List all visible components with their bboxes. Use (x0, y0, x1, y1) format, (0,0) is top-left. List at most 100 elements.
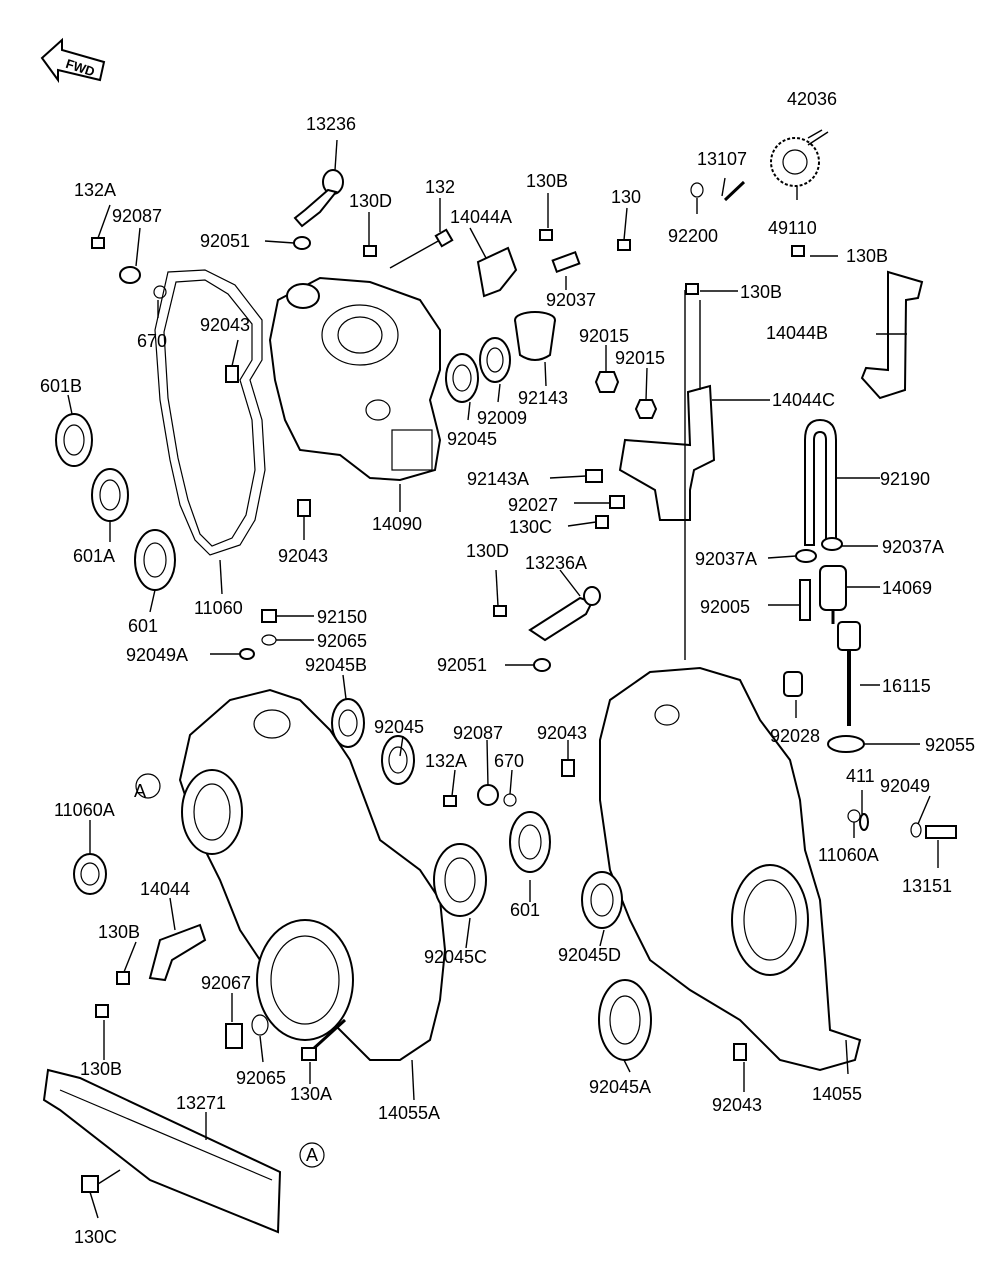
label-14055: 14055 (812, 1084, 862, 1104)
label-92009: 92009 (477, 408, 527, 428)
label-92065-lower: 92065 (236, 1068, 286, 1088)
label-130D-upper: 130D (349, 191, 392, 211)
label-92037A-left: 92037A (695, 549, 757, 569)
label-92015-a: 92015 (579, 326, 629, 346)
washer-92065-lower (251, 1014, 269, 1036)
label-601A: 601A (73, 546, 115, 566)
label-92005: 92005 (700, 597, 750, 617)
label-130B-right-b: 130B (740, 282, 782, 302)
crankcase-14055 (599, 290, 862, 1072)
label-130D-mid: 130D (466, 541, 509, 561)
gasket-11060A-b (910, 822, 922, 838)
crankcase-14055A (178, 688, 447, 1061)
label-92045-lower: 92045 (374, 717, 424, 737)
label-92027: 92027 (508, 495, 558, 515)
clamp-92037A-right (821, 537, 843, 551)
label-92087-upper: 92087 (112, 206, 162, 226)
washer-92051-upper (293, 236, 311, 250)
dipstick-16115 (837, 621, 861, 726)
label-13271: 13271 (176, 1093, 226, 1113)
nut-92015-a (594, 371, 620, 393)
bearing-92045-upper (445, 353, 479, 403)
label-92037: 92037 (546, 290, 596, 310)
part-labels: 42036 13236 13107 132A 130D 132 130B 130… (40, 89, 975, 1247)
bearing-601-lower (509, 811, 551, 873)
oring-92055 (827, 735, 865, 753)
label-92043-d: 92043 (712, 1095, 762, 1115)
label-14044B: 14044B (766, 323, 828, 343)
label-92051-upper: 92051 (200, 231, 250, 251)
bolt-130C-mid (595, 515, 609, 529)
label-92049: 11060A (54, 800, 115, 820)
label-92051-mid: 92051 (437, 655, 487, 675)
bracket-14044C (618, 300, 716, 521)
oring-670-upper (153, 285, 167, 299)
label-130C-mid: 130C (509, 517, 552, 537)
bearing-92045-lower (381, 735, 415, 785)
label-92143: 92143 (518, 388, 568, 408)
collar-92027 (609, 495, 625, 509)
bolt-132A-lower (443, 795, 457, 807)
bolt-130-upper (617, 239, 631, 251)
label-14044-lower: 14044 (140, 879, 190, 899)
label-601-lower: 601 (510, 900, 540, 920)
washer-92200 (690, 182, 704, 198)
bearing-92045B (331, 698, 365, 748)
oring-670-lower (503, 793, 517, 807)
lever-13236A (493, 586, 601, 642)
label-130A: 130A (290, 1084, 332, 1104)
bolt-130C-lower (81, 1175, 99, 1193)
leader-lines (67, 129, 939, 1219)
bolt-130D-upper (363, 245, 377, 257)
label-49110: 49110 (768, 218, 817, 238)
label-92028: 92028 (770, 726, 820, 746)
label-14044C: 14044C (772, 390, 835, 410)
label-92015-b: 92015 (615, 348, 665, 368)
label-92200: 92200 (668, 226, 718, 246)
label-13236A: 13236A (525, 553, 587, 573)
label-92043-b: 92043 (278, 546, 328, 566)
label-13236: 13236 (306, 114, 356, 134)
bolt-132 (389, 228, 454, 269)
pin-92043-c (561, 759, 575, 777)
bearing-92045D (581, 871, 623, 929)
label-92045D: 92045D (558, 945, 621, 965)
washer-92065-upper (261, 634, 277, 646)
label-92045-upper: 92045 (447, 429, 497, 449)
label-601B: 601B (40, 376, 82, 396)
lever-13236 (293, 169, 344, 228)
label-130: 130 (611, 187, 641, 207)
gasket-11060 (154, 269, 266, 556)
label-670-lower: 670 (494, 751, 524, 771)
label-92150: 92150 (317, 607, 367, 627)
forward-arrow-icon: FWD (40, 37, 106, 84)
collar-92028 (783, 671, 803, 697)
ref-circle-a-left-ring (135, 773, 161, 799)
label-92045A: 92045A (589, 1077, 651, 1097)
bolt-130B-lower-a (116, 971, 130, 985)
washer-92051-mid (533, 658, 551, 672)
label-411: 411 (846, 766, 875, 786)
ref-circle-a-left: A (134, 781, 146, 801)
label-132A-lower: 132A (425, 751, 467, 771)
hose-92190 (804, 418, 837, 546)
bolt-130B-right-a (791, 245, 805, 257)
label-13151: 13151 (902, 876, 952, 896)
label-92190: 92190 (880, 469, 930, 489)
bolt-130A (301, 1018, 347, 1061)
label-130C-lower: 130C (74, 1227, 117, 1247)
label-92037A-right: 92037A (882, 537, 944, 557)
collar-92143A (585, 469, 603, 483)
washer-92049A (239, 648, 255, 660)
bearing-92045C (433, 843, 487, 917)
label-14044A: 14044A (450, 207, 512, 227)
collar-92143 (514, 311, 556, 361)
label-92143A: 92143A (467, 469, 529, 489)
label-92043-a: 92043 (200, 315, 250, 335)
gear-49110 (770, 131, 829, 187)
label-11060A-lower: 11060A (818, 845, 879, 865)
label-14090: 14090 (372, 514, 422, 534)
pin-92043-a (225, 365, 239, 383)
washer-92087-upper (119, 266, 141, 284)
